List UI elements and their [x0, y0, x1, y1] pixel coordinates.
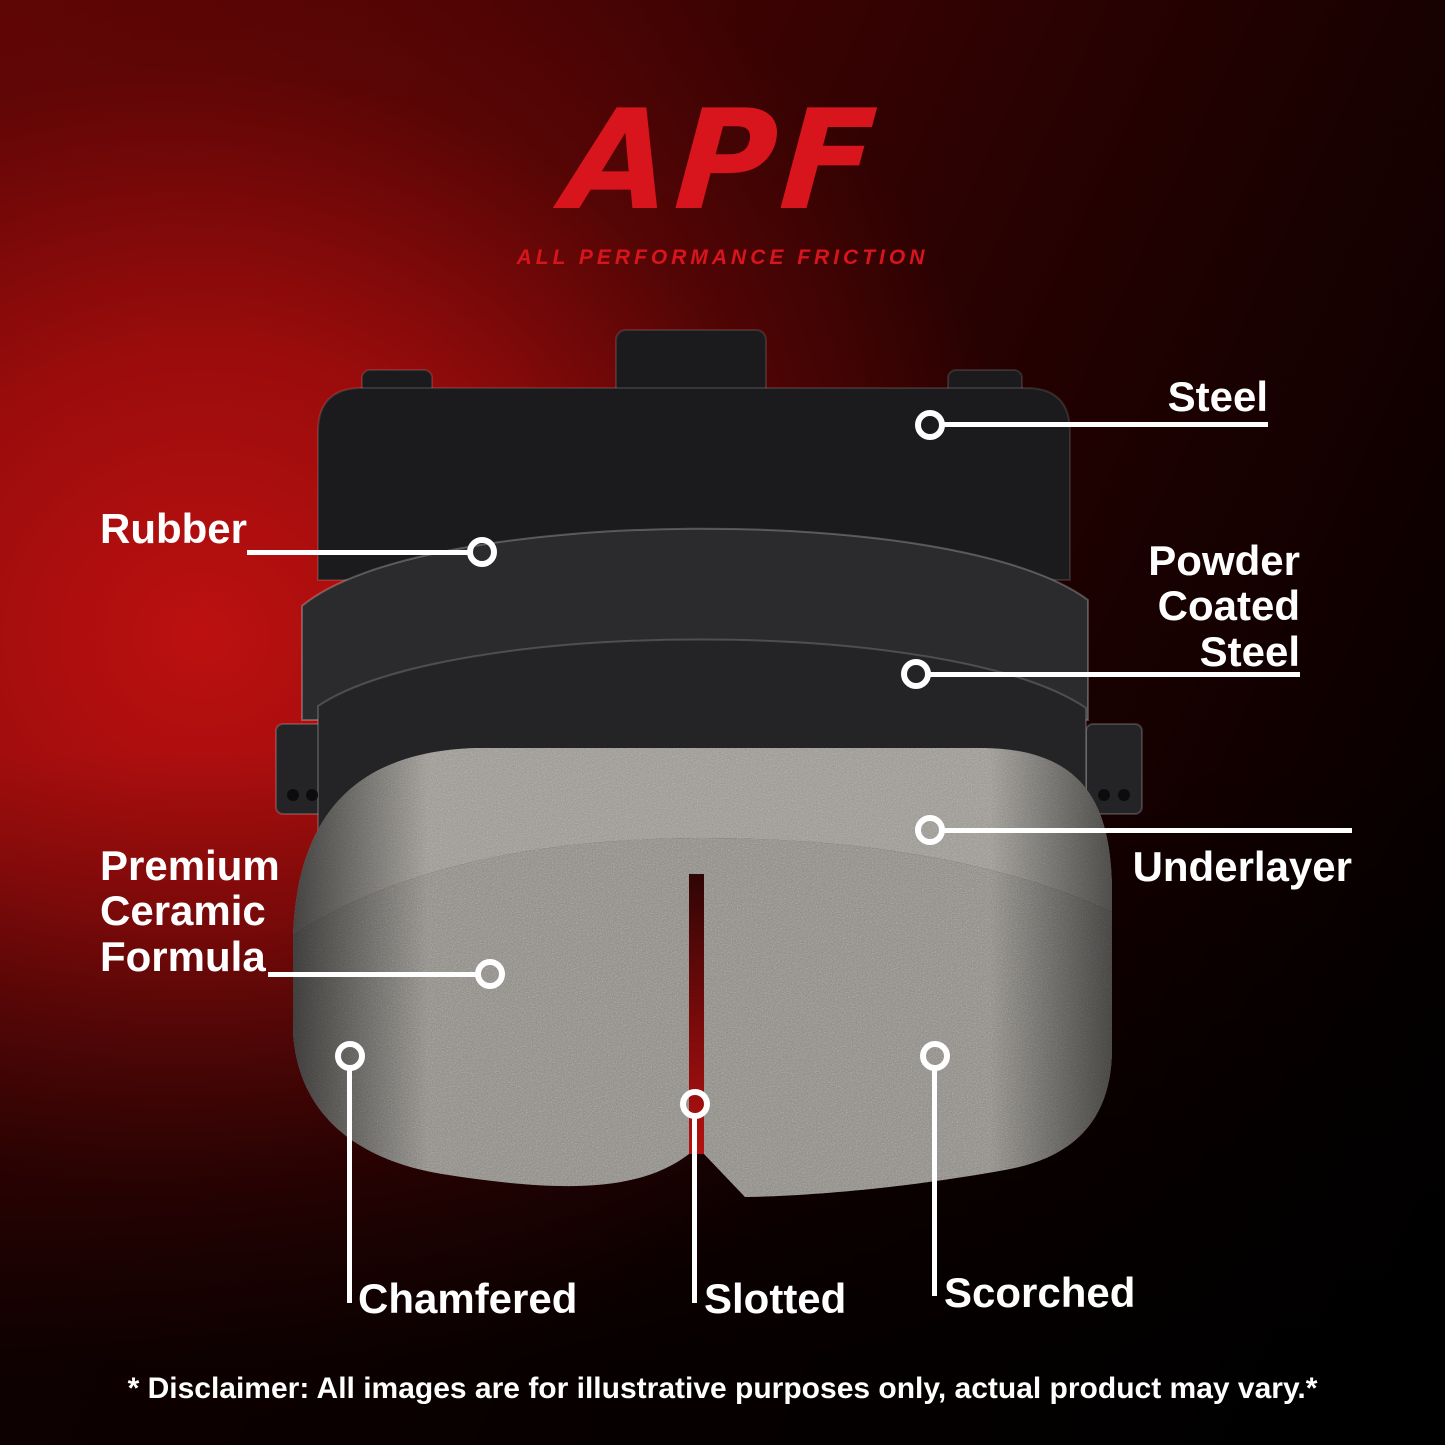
pad-top-face-underlayer	[293, 748, 1112, 935]
premium-ceramic-formula-callout-line	[268, 972, 476, 977]
pad-center-slot	[689, 874, 704, 1154]
chamfered-label: Chamfered	[358, 1275, 578, 1322]
premium-ceramic-formula-callout-marker	[475, 959, 505, 989]
slotted-callout-line	[692, 1118, 697, 1303]
underlayer-callout-marker	[915, 815, 945, 845]
scorched-label: Scorched	[944, 1269, 1136, 1316]
chamfered-callout-line	[347, 1070, 352, 1303]
brand-tagline: ALL PERFORMANCE FRICTION	[516, 246, 929, 269]
steel-callout-line	[944, 422, 1268, 427]
scorched-callout-line	[932, 1070, 937, 1296]
plate-mounting-holes	[287, 789, 1130, 801]
steel-label: Steel	[1167, 373, 1268, 420]
slotted-label: Slotted	[704, 1275, 847, 1322]
powder-coated-steel-label: Powder Coated Steel	[1148, 537, 1300, 675]
steel-callout-marker	[915, 410, 945, 440]
brand-logo: APF ALL PERFORMANCE FRICTION	[0, 80, 1445, 270]
premium-ceramic-formula-label: Premium Ceramic Formula	[100, 842, 280, 980]
underlayer-callout-line	[944, 828, 1352, 833]
disclaimer-text: * Disclaimer: All images are for illustr…	[127, 1372, 1318, 1405]
slotted-callout-marker	[680, 1089, 710, 1119]
steel-shim-layer	[317, 329, 1071, 581]
underlayer-label: Underlayer	[1132, 843, 1352, 890]
powder-coated-steel-callout-line	[930, 672, 1300, 677]
powder-coated-steel-callout-marker	[901, 659, 931, 689]
scorched-callout-marker	[920, 1041, 950, 1071]
rubber-label: Rubber	[100, 505, 247, 552]
chamfered-callout-marker	[335, 1041, 365, 1071]
brand-logo-text: APF	[559, 80, 886, 241]
rubber-callout-marker	[467, 537, 497, 567]
rubber-callout-line	[247, 550, 468, 555]
